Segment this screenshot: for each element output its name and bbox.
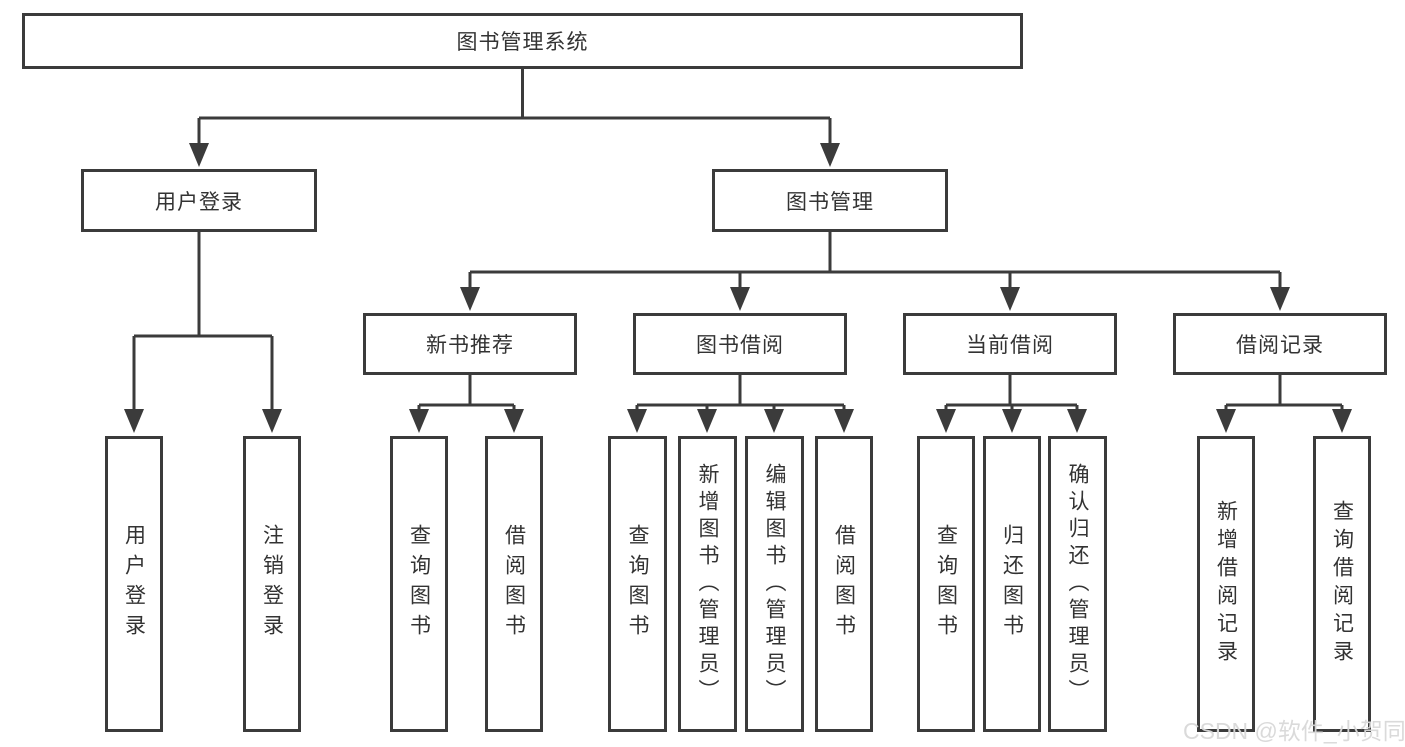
leaf-return-books: 归还图书 [983,436,1041,732]
leaf-label: 注销登录 [260,524,284,644]
node-user-login: 用户登录 [81,169,317,232]
connector-current-borrow-children [944,375,1079,412]
node-new-book-recommend: 新书推荐 [363,313,577,375]
leaf-user-login: 用户登录 [105,436,163,732]
leaf-add-borrow-record: 新增借阅记录 [1197,436,1255,732]
leaf-label: 查询借阅记录 [1330,500,1354,668]
leaf-label: 确认归还（管理员） [1066,462,1089,706]
leaf-query-books-borrow: 查询图书 [608,436,667,732]
leaf-edit-book-admin: 编辑图书（管理员） [745,436,804,732]
leaf-label: 借阅图书 [832,524,856,644]
node-current-borrow: 当前借阅 [903,313,1117,375]
csdn-watermark: CSDN @软件_小贺同学 [1183,718,1405,744]
leaf-query-books-recommend: 查询图书 [390,436,448,732]
leaf-label: 新增借阅记录 [1214,500,1238,668]
node-library-management-system: 图书管理系统 [22,13,1023,69]
leaf-label: 借阅图书 [502,524,526,644]
leaf-label: 用户登录 [122,524,146,644]
leaf-borrow-books-borrow: 借阅图书 [815,436,873,732]
node-book-borrow: 图书借阅 [633,313,847,375]
leaf-label: 查询图书 [626,524,649,644]
node-borrow-records: 借阅记录 [1173,313,1387,375]
leaf-borrow-books-recommend: 借阅图书 [485,436,543,732]
leaf-label: 查询图书 [934,524,958,644]
leaf-confirm-return-admin: 确认归还（管理员） [1048,436,1107,732]
node-book-management: 图书管理 [712,169,948,232]
leaf-label: 归还图书 [1000,524,1024,644]
leaf-add-book-admin: 新增图书（管理员） [678,436,737,732]
connector-new-book-recommend-children [417,375,516,412]
leaf-label: 新增图书（管理员） [696,462,719,706]
connector-book-borrow-children [635,375,846,412]
connector-book-management-children [468,232,1282,288]
connector-user-login-children [132,232,274,412]
connector-borrow-records-children [1224,375,1344,412]
leaf-logout: 注销登录 [243,436,301,732]
leaf-query-borrow-record: 查询借阅记录 [1313,436,1371,732]
leaf-query-books-current: 查询图书 [917,436,975,732]
leaf-label: 编辑图书（管理员） [763,462,786,706]
connector-root-to-level2 [197,69,832,144]
leaf-label: 查询图书 [407,524,431,644]
